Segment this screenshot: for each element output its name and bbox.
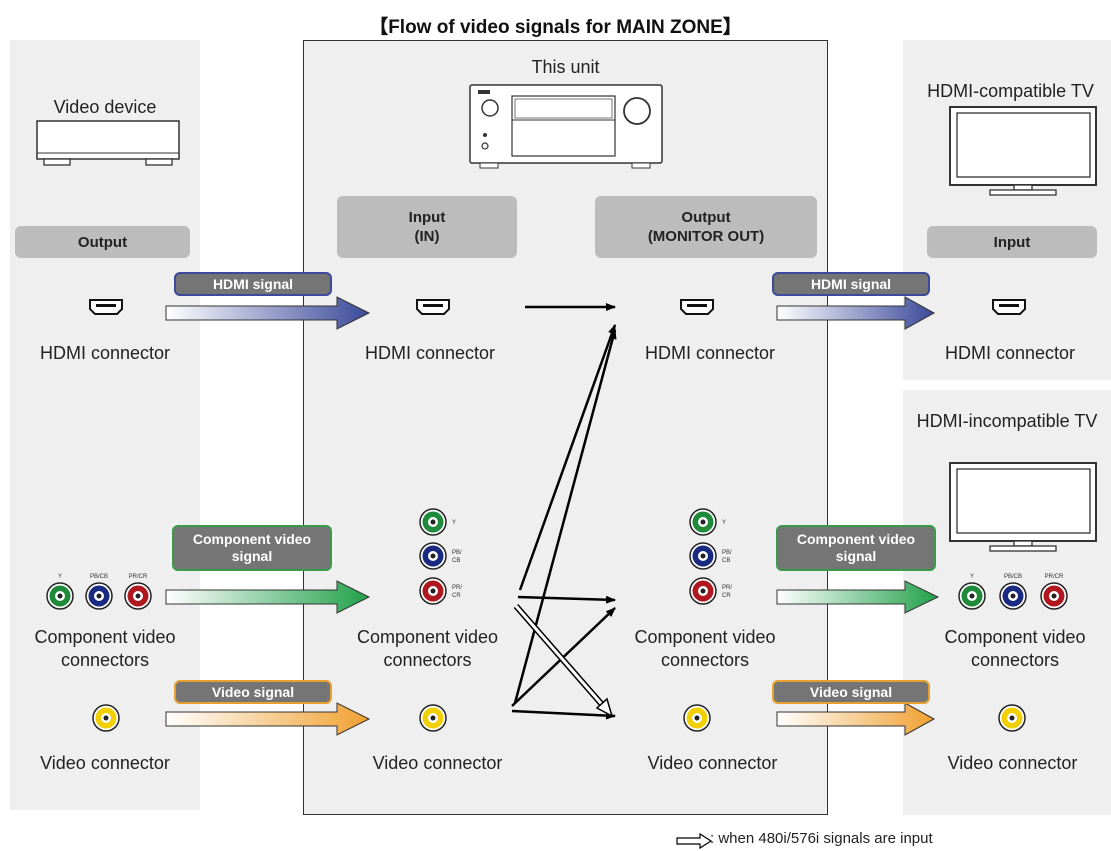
- tv-y-text: Y: [970, 574, 974, 580]
- component-signal-tag-left: Component video signal: [172, 525, 332, 571]
- component-signal-arrow-right: [776, 580, 940, 614]
- hdmi-signal-tag-left: HDMI signal: [174, 272, 332, 296]
- source-panel: [10, 40, 200, 810]
- unit-in-pb-text: PB/: [452, 550, 462, 556]
- tv-input-header: Input: [927, 226, 1097, 258]
- legend-text: : when 480i/576i signals are input: [710, 830, 933, 847]
- component-signal-tag-right: Component video signal: [776, 525, 936, 571]
- unit-out-video-label: Video connector: [647, 753, 778, 773]
- video-device-label: Video device: [53, 97, 157, 117]
- source-pr-jack-icon: [124, 582, 152, 610]
- unit-in-pr-text: PR/: [452, 585, 462, 591]
- source-pb-text: PB/CB: [90, 574, 108, 580]
- unit-out-y-jack-icon: [689, 508, 717, 536]
- hdmi-tv-label: HDMI-compatible TV: [927, 81, 1094, 101]
- unit-input-header: Input (IN): [337, 196, 517, 258]
- source-video-jack-icon: [92, 704, 120, 732]
- video-signal-arrow-left: [165, 702, 371, 736]
- hdmi-signal-arrow-left: [165, 296, 371, 330]
- unit-output-header: Output (MONITOR OUT): [595, 196, 817, 258]
- source-y-text: Y: [58, 574, 62, 580]
- hdmi-tv-icon: [949, 106, 1097, 196]
- nonhdmi-tv-label: HDMI-incompatible TV: [916, 411, 1098, 431]
- unit-in-video-jack-icon: [419, 704, 447, 732]
- hdmi-signal-tag-right: HDMI signal: [772, 272, 930, 296]
- source-pb-jack-icon: [85, 582, 113, 610]
- legend-hollow-arrow-icon: [676, 832, 713, 850]
- source-output-header: Output: [15, 226, 190, 258]
- tv-hdmi-port-icon: [992, 299, 1026, 315]
- tv-pr-jack-icon: [1040, 582, 1068, 610]
- unit-in-hdmi-label: HDMI connector: [364, 343, 496, 363]
- this-unit-label: This unit: [531, 57, 600, 77]
- unit-in-pb-jack-icon: [419, 542, 447, 570]
- video-signal-arrow-right: [776, 702, 936, 736]
- tv-video-label: Video connector: [947, 753, 1078, 773]
- nonhdmi-tv-icon: [949, 462, 1097, 552]
- unit-in-hdmi-port-icon: [416, 299, 450, 315]
- unit-out-y-text: Y: [722, 520, 726, 526]
- tv-pb-jack-icon: [999, 582, 1027, 610]
- source-component-label: Component video connectors: [34, 627, 176, 670]
- unit-in-component-label: Component video connectors: [356, 627, 499, 670]
- unit-out-component-label: Component video connectors: [634, 627, 776, 670]
- source-y-jack-icon: [46, 582, 74, 610]
- unit-out-video-jack-icon: [683, 704, 711, 732]
- video-signal-tag-right: Video signal: [772, 680, 930, 704]
- unit-panel: [303, 40, 828, 815]
- unit-in-y-text: Y: [452, 520, 456, 526]
- unit-in-pr-jack-icon: [419, 577, 447, 605]
- source-pr-text: PR/CR: [129, 574, 148, 580]
- source-video-label: Video connector: [40, 753, 170, 773]
- routing-arrows: [511, 303, 617, 720]
- tv-component-label: Component video connectors: [944, 627, 1086, 670]
- hdmi-tv-panel: [903, 40, 1111, 380]
- receiver-icon: [469, 84, 663, 169]
- unit-in-cb-text: CB: [452, 558, 460, 564]
- unit-out-cr-text: CR: [722, 593, 731, 599]
- unit-out-pr-text: PR/: [722, 585, 732, 591]
- tv-y-jack-icon: [958, 582, 986, 610]
- unit-out-pb-jack-icon: [689, 542, 717, 570]
- unit-out-pb-text: PB/: [722, 550, 732, 556]
- unit-in-y-jack-icon: [419, 508, 447, 536]
- tv-hdmi-label: HDMI connector: [944, 343, 1076, 363]
- diagram-title: 【Flow of video signals for MAIN ZONE】: [369, 17, 742, 38]
- hdmi-signal-arrow-right: [776, 296, 936, 330]
- unit-in-video-label: Video connector: [372, 753, 503, 773]
- video-device-icon: [36, 120, 180, 166]
- video-signal-tag-left: Video signal: [174, 680, 332, 704]
- unit-out-hdmi-label: HDMI connector: [644, 343, 776, 363]
- source-hdmi-port-icon: [89, 299, 123, 315]
- unit-out-pr-jack-icon: [689, 577, 717, 605]
- unit-out-cb-text: CB: [722, 558, 730, 564]
- tv-pr-text: PR/CR: [1045, 574, 1064, 580]
- tv-video-jack-icon: [998, 704, 1026, 732]
- component-signal-arrow-left: [165, 580, 371, 614]
- unit-out-hdmi-port-icon: [680, 299, 714, 315]
- tv-pb-text: PB/CB: [1004, 574, 1022, 580]
- source-hdmi-label: HDMI connector: [39, 343, 171, 363]
- hollow-routing-arrow: [513, 604, 614, 718]
- unit-in-cr-text: CR: [452, 593, 461, 599]
